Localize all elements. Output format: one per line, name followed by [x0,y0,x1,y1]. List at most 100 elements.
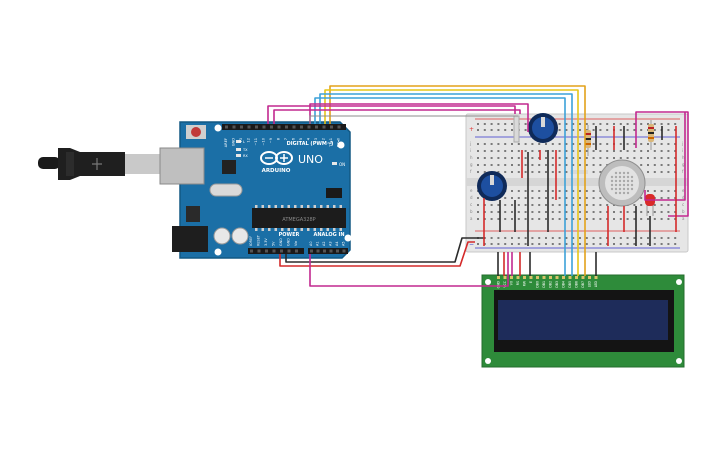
breadboard-hole[interactable] [626,218,629,220]
digital-pin-hole[interactable] [225,125,228,129]
breadboard-hole[interactable] [667,157,670,159]
breadboard-hole[interactable] [667,143,670,145]
breadboard-hole[interactable] [517,164,520,166]
breadboard-hole[interactable] [647,211,649,213]
breadboard-hole[interactable] [579,218,581,220]
rail-hole[interactable] [524,237,527,239]
breadboard-hole[interactable] [524,157,527,159]
rail-hole[interactable] [640,243,643,245]
breadboard-hole[interactable] [558,150,561,152]
breadboard-hole[interactable] [545,197,547,199]
breadboard-hole[interactable] [558,211,561,213]
breadboard-hole[interactable] [504,218,507,220]
power-pin-hole[interactable] [257,249,261,253]
breadboard-hole[interactable] [599,143,602,145]
breadboard-hole[interactable] [545,150,547,152]
wire-black[interactable] [285,237,485,263]
breadboard-hole[interactable] [572,164,575,166]
breadboard-hole[interactable] [667,190,670,192]
breadboard-hole[interactable] [667,164,670,166]
rail-hole[interactable] [599,237,602,239]
breadboard-hole[interactable] [579,157,581,159]
lcd-pin[interactable] [588,276,591,279]
breadboard-hole[interactable] [599,197,602,199]
rail-hole[interactable] [490,243,493,245]
rail-hole[interactable] [477,123,479,125]
rail-hole[interactable] [524,243,527,245]
breadboard-hole[interactable] [640,197,643,199]
analog-pin-hole[interactable] [316,249,320,253]
breadboard-hole[interactable] [531,190,534,192]
rail-hole[interactable] [579,123,581,125]
lcd-pin[interactable] [497,276,500,279]
rail-hole[interactable] [477,129,479,131]
breadboard-hole[interactable] [599,164,602,166]
breadboard-hole[interactable] [565,143,568,145]
breadboard-hole[interactable] [633,218,636,220]
breadboard-hole[interactable] [565,157,568,159]
breadboard-hole[interactable] [517,218,520,220]
breadboard-hole[interactable] [599,218,602,220]
rail-hole[interactable] [613,237,615,239]
breadboard-hole[interactable] [490,157,493,159]
power-pin-hole[interactable] [295,249,298,253]
breadboard-hole[interactable] [565,211,568,213]
breadboard-hole[interactable] [653,150,656,152]
wire-magenta[interactable] [273,109,521,124]
breadboard-hole[interactable] [572,150,575,152]
breadboard-hole[interactable] [613,218,615,220]
analog-pin-hole[interactable] [342,249,346,253]
breadboard-hole[interactable] [585,150,588,152]
breadboard-hole[interactable] [579,197,581,199]
breadboard-hole[interactable] [504,157,507,159]
rail-hole[interactable] [599,129,602,131]
rail-hole[interactable] [626,243,629,245]
breadboard-hole[interactable] [579,211,581,213]
breadboard-hole[interactable] [538,197,541,199]
digital-pin-hole[interactable] [315,125,318,129]
resistor[interactable] [585,125,591,156]
breadboard-hole[interactable] [565,190,568,192]
wire-red[interactable] [279,241,475,267]
breadboard-hole[interactable] [626,143,629,145]
breadboard-hole[interactable] [545,190,547,192]
rail-hole[interactable] [653,243,656,245]
rail-hole[interactable] [592,237,595,239]
breadboard-hole[interactable] [565,197,568,199]
rail-hole[interactable] [531,237,534,239]
breadboard-hole[interactable] [524,171,527,173]
breadboard-hole[interactable] [497,218,500,220]
digital-pin-hole[interactable] [247,125,251,129]
breadboard-hole[interactable] [477,197,479,199]
rail-hole[interactable] [653,237,656,239]
breadboard-hole[interactable] [531,171,534,173]
breadboard-hole[interactable] [572,204,575,206]
rail-hole[interactable] [504,123,507,125]
power-pin-hole[interactable] [280,249,283,253]
rail-hole[interactable] [565,243,568,245]
breadboard-hole[interactable] [647,218,649,220]
breadboard-hole[interactable] [619,218,622,220]
breadboard-hole[interactable] [613,150,615,152]
breadboard-hole[interactable] [538,190,541,192]
rail-hole[interactable] [511,129,513,131]
breadboard-hole[interactable] [572,211,575,213]
breadboard-hole[interactable] [592,190,595,192]
breadboard-hole[interactable] [565,218,568,220]
breadboard-hole[interactable] [497,211,500,213]
rail-hole[interactable] [579,243,581,245]
digital-pin-hole[interactable] [255,125,258,129]
breadboard-hole[interactable] [504,211,507,213]
rail-hole[interactable] [640,123,643,125]
breadboard-hole[interactable] [545,204,547,206]
breadboard-hole[interactable] [545,164,547,166]
rail-hole[interactable] [619,237,622,239]
breadboard-hole[interactable] [653,218,656,220]
breadboard-hole[interactable] [531,157,534,159]
breadboard-hole[interactable] [647,143,649,145]
breadboard-hole[interactable] [565,150,568,152]
breadboard-hole[interactable] [599,204,602,206]
breadboard-hole[interactable] [592,211,595,213]
breadboard-hole[interactable] [640,157,643,159]
